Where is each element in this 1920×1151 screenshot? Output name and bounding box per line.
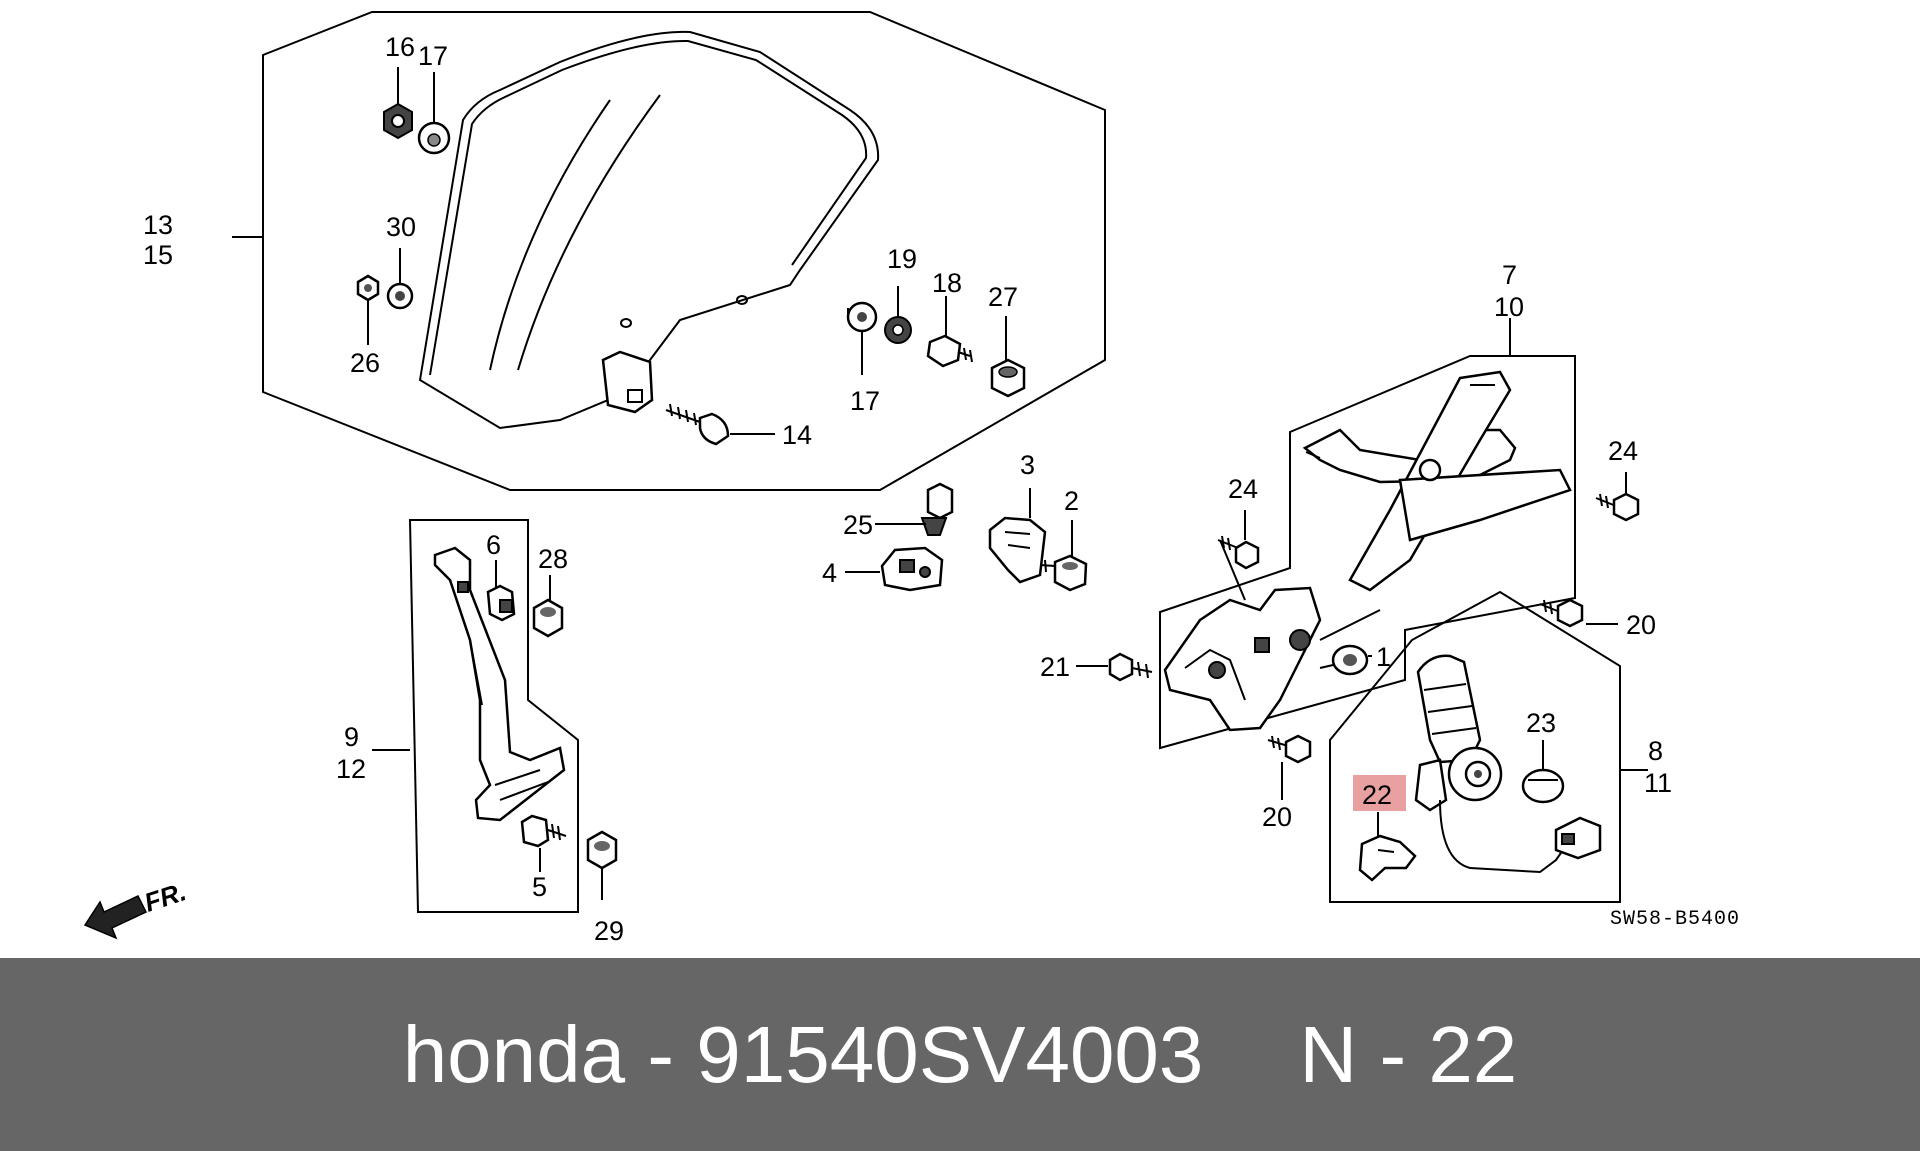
bolt-20-bottom	[1267, 734, 1312, 764]
label-12: 12	[336, 754, 366, 784]
bolt-20-top	[1539, 598, 1584, 628]
label-20-bottom: 20	[1262, 802, 1292, 832]
roller-1	[1319, 644, 1369, 676]
nut-27	[990, 358, 1026, 398]
diagram-code: SW58-B5400	[1610, 908, 1740, 931]
washer-19	[884, 316, 912, 344]
door-glass	[418, 30, 880, 430]
glass-group-outline	[262, 11, 1106, 491]
label-20-top: 20	[1626, 610, 1656, 640]
bolt-14	[665, 403, 730, 446]
nut-16	[383, 102, 413, 140]
channel-group-outline	[408, 519, 579, 913]
nut-26	[356, 274, 380, 302]
label-21: 21	[1040, 652, 1070, 682]
nut-28	[532, 598, 564, 638]
run-channel	[433, 546, 566, 822]
label-6: 6	[486, 530, 501, 560]
bolt-21	[1108, 652, 1153, 682]
motor-group-outline	[1329, 590, 1621, 903]
label-28: 28	[538, 544, 568, 574]
label-24-left: 24	[1228, 474, 1258, 504]
part-number-footer: honda - 91540SV4003 N - 22	[0, 958, 1920, 1151]
clip-6	[486, 584, 516, 622]
separator: -	[647, 1009, 675, 1099]
washer-30	[386, 282, 414, 310]
brand-name: honda	[402, 1009, 626, 1099]
highlight-box-22	[1353, 775, 1406, 811]
nut-29	[586, 830, 618, 870]
label-22: 22	[1362, 780, 1392, 810]
label-11: 11	[1644, 768, 1672, 798]
clip-25	[920, 482, 954, 536]
label-5: 5	[532, 872, 547, 902]
grommet-23	[1521, 768, 1565, 804]
regulator-group-outline	[1159, 355, 1576, 750]
reference-number: 22	[1428, 1009, 1518, 1099]
label-29: 29	[594, 916, 624, 946]
bolt-24-right	[1595, 492, 1640, 522]
label-10: 10	[1494, 292, 1524, 322]
window-motor	[1414, 654, 1602, 874]
label-30: 30	[386, 212, 416, 242]
label-13: 13	[143, 210, 173, 240]
washer-17-top	[417, 121, 451, 155]
label-1: 1	[1376, 642, 1391, 672]
label-4: 4	[822, 558, 837, 588]
nut-2	[1053, 554, 1088, 592]
label-18: 18	[932, 268, 962, 298]
label-9: 9	[344, 722, 359, 752]
label-27: 27	[988, 282, 1018, 312]
washer-17-mid	[846, 301, 878, 333]
bolt-24-left	[1217, 535, 1260, 570]
label-23: 23	[1526, 708, 1556, 738]
bolt-5	[520, 814, 567, 848]
parts-diagram: FR. 16 17 13 15 30 26 19 18 27 17 14 25 …	[83, 11, 1740, 946]
label-14: 14	[782, 420, 812, 450]
label-2: 2	[1064, 486, 1079, 516]
bracket-3	[988, 516, 1056, 584]
label-3: 3	[1020, 450, 1035, 480]
label-7: 7	[1502, 260, 1517, 290]
bolt-18	[926, 334, 973, 368]
label-17: 17	[418, 41, 448, 71]
part-number: 91540SV4003	[696, 1009, 1204, 1099]
reference-separator: -	[1379, 1009, 1407, 1099]
window-regulator	[1163, 370, 1572, 732]
label-24-right: 24	[1608, 436, 1638, 466]
label-26: 26	[350, 348, 380, 378]
label-19: 19	[887, 244, 917, 274]
clip-22	[1358, 834, 1417, 882]
label-15: 15	[143, 240, 173, 270]
label-17-mid: 17	[850, 386, 880, 416]
front-arrow-icon	[83, 895, 148, 940]
front-marker: FR.	[141, 876, 190, 917]
bracket-4	[880, 546, 944, 592]
label-8: 8	[1648, 736, 1663, 766]
reference-prefix: N	[1299, 1009, 1358, 1099]
label-25: 25	[843, 510, 873, 540]
label-16: 16	[385, 32, 415, 62]
